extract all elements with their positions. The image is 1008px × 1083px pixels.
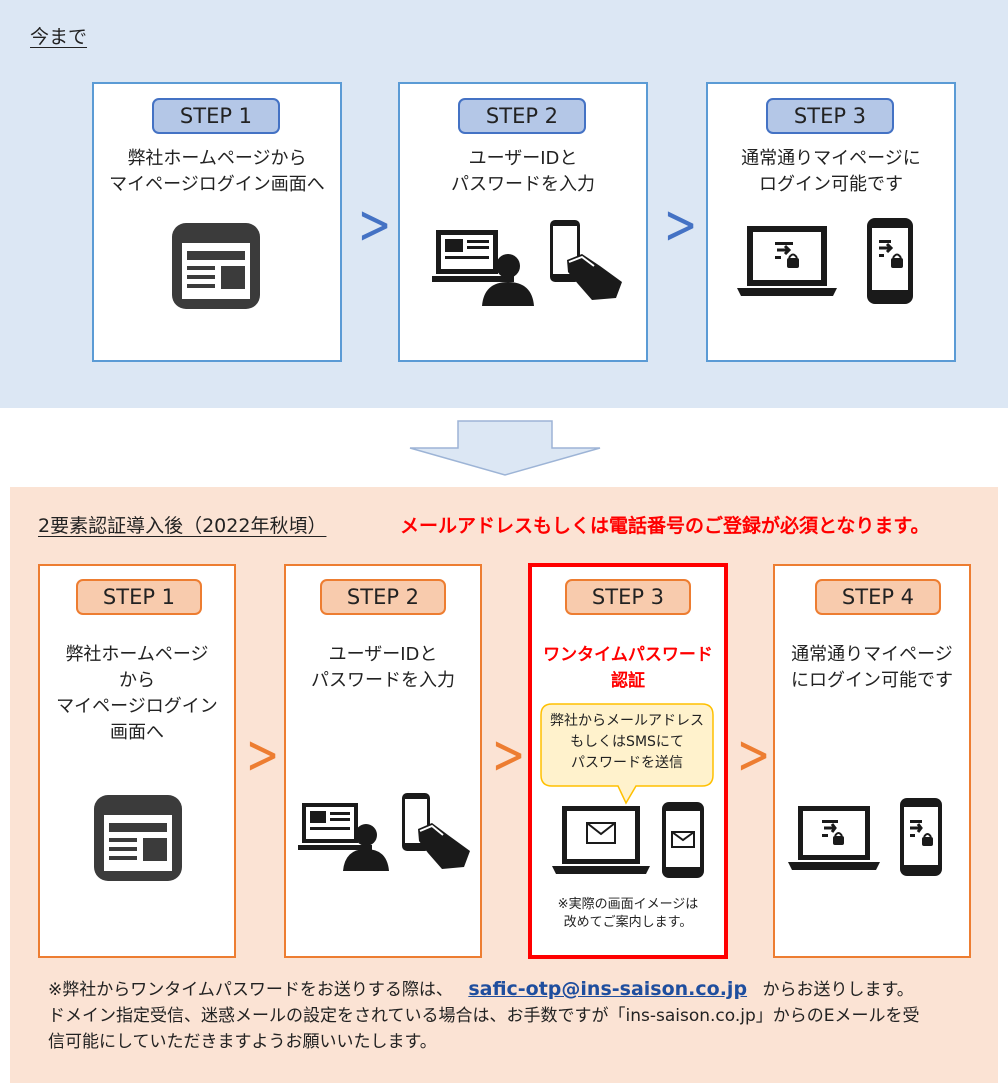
screen-image-note: ※実際の画面イメージは 改めてご案内します。 <box>557 897 699 930</box>
after-step-4-card <box>773 564 971 958</box>
arrow-right-icon: > <box>736 723 771 786</box>
step-description: ユーザーIDと パスワードを入力 <box>311 644 455 691</box>
speech-bubble <box>540 703 714 805</box>
laptop-login-and-phone-login-icon <box>737 218 913 304</box>
requirement-notice: メールアドレスもしくは電話番号のご登録が必須となります。 <box>400 515 930 537</box>
browser-window-icon <box>172 223 260 309</box>
laptop-login-and-phone-login-icon <box>788 798 942 876</box>
after-step-1-card <box>38 564 236 958</box>
step-badge: STEP 3 <box>766 98 894 134</box>
laptop-user-and-phone-hand-icon <box>432 220 622 306</box>
step-badge: STEP 2 <box>320 579 446 615</box>
otp-sender-email-link[interactable]: safic-otp@ins-saison.co.jp <box>468 978 748 1000</box>
browser-window-icon <box>94 795 182 881</box>
after-title: 2要素認証導入後（2022年秋頃） <box>38 515 327 537</box>
before-title: 今まで <box>30 26 88 48</box>
otp-step-title: ワンタイムパスワード 認証 <box>543 645 713 691</box>
step-description: 弊社ホームページから マイページログイン画面へ <box>109 148 325 195</box>
step-description: 弊社ホームページ から マイページログイン 画面へ <box>56 644 218 743</box>
speech-bubble-text: 弊社からメールアドレス もしくはSMSにて パスワードを送信 <box>550 713 704 771</box>
down-arrow-icon <box>409 420 601 476</box>
arrow-right-icon: > <box>357 193 392 256</box>
step-badge: STEP 1 <box>76 579 202 615</box>
arrow-right-icon: > <box>663 193 698 256</box>
step-description: 通常通りマイページ にログイン可能です <box>791 644 953 691</box>
step-badge: STEP 2 <box>458 98 586 134</box>
arrow-right-icon: > <box>245 723 280 786</box>
footer-note-line-2: ドメイン指定受信、迷惑メールの設定をされている場合は、お手数ですが「ins-sa… <box>48 1006 920 1026</box>
step-badge: STEP 4 <box>815 579 941 615</box>
footer-note-line-3: 信可能にしていただきますようお願いいたします。 <box>48 1032 437 1052</box>
step-badge: STEP 1 <box>152 98 280 134</box>
step-description: 通常通りマイページに ログイン可能です <box>741 148 921 195</box>
laptop-user-and-phone-hand-icon <box>298 793 470 871</box>
step-badge: STEP 3 <box>565 579 691 615</box>
laptop-mail-and-phone-mail-icon <box>552 802 704 878</box>
footer-note-line-1: ※弊社からワンタイムパスワードをお送りする際は、 safic-otp@ins-s… <box>48 978 914 1000</box>
after-step-2-card <box>284 564 482 958</box>
step-description: ユーザーIDと パスワードを入力 <box>451 148 595 195</box>
arrow-right-icon: > <box>491 723 526 786</box>
